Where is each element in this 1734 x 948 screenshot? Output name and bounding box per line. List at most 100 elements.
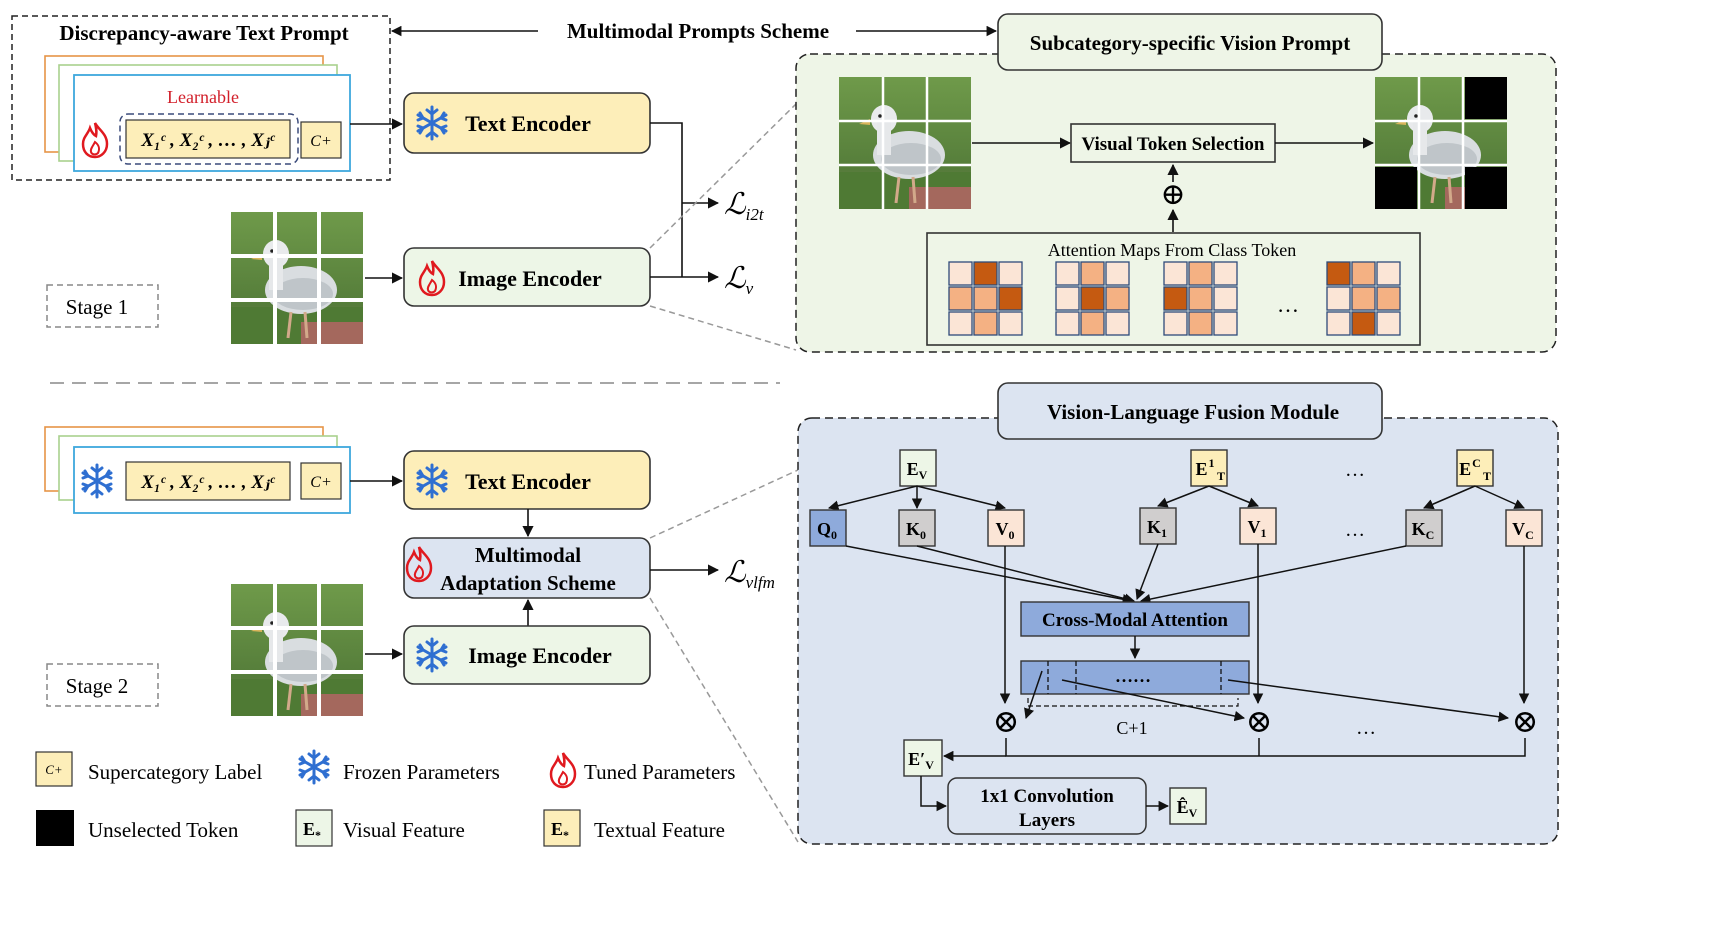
v0-node-text: V0 (996, 519, 1015, 542)
stage1-label-box (46, 284, 159, 328)
legend-textual-swatch (543, 809, 581, 847)
image-encoder-stage2-label: Image Encoder (468, 643, 612, 668)
vision-prompt-title: Subcategory-specific Vision Prompt (1030, 31, 1350, 55)
attention-cell (1105, 286, 1130, 311)
attention-cell (1326, 311, 1351, 336)
legend-unselected: Unselected Token (88, 818, 239, 842)
attention-cell (1351, 261, 1376, 286)
multiply-node-0: ⊗ (993, 703, 1020, 739)
bird-image-stage1 (229, 210, 365, 346)
attention-cell (948, 311, 973, 336)
conv-label-line2: Layers (1019, 810, 1075, 831)
attention-cell (973, 311, 998, 336)
attention-cell (948, 286, 973, 311)
fusion-title: Vision-Language Fusion Module (1047, 400, 1339, 424)
zoom-line-bottom (649, 305, 797, 351)
unselected-token (1375, 167, 1417, 209)
cplus-token-stage2 (300, 462, 342, 500)
attention-cell (1080, 261, 1105, 286)
attention-cell (1376, 261, 1401, 286)
v1-node-text: V1 (1248, 517, 1267, 540)
bar-brace (1027, 698, 1239, 707)
q0-node-text: Q0 (817, 519, 837, 542)
arrow-to-conv (920, 776, 948, 812)
ellipsis-top: … (1345, 459, 1365, 481)
attention-cell (1105, 261, 1130, 286)
attention-cell (1213, 286, 1238, 311)
legend-cplus-text: C+ (45, 762, 62, 777)
stage2-label-box (46, 663, 159, 707)
attention-cell (998, 311, 1023, 336)
cross-modal-attention-label: Cross-Modal Attention (1042, 610, 1228, 631)
zoom-line-bottom-2 (649, 597, 799, 843)
image-encoder-stage2 (403, 625, 651, 685)
attention-cell (1213, 311, 1238, 336)
attention-cell (1376, 286, 1401, 311)
attention-cell (1351, 311, 1376, 336)
attention-cell (998, 286, 1023, 311)
attention-cell (1163, 261, 1188, 286)
loss-i2t: ℒi2t (724, 188, 765, 224)
frozen-tokens (125, 461, 291, 501)
legend-textual: Textual Feature (594, 818, 725, 842)
attention-input-arrows (845, 543, 1407, 605)
ellipsis-mid: … (1345, 519, 1365, 541)
attention-cell (1055, 261, 1080, 286)
text-prompt-title: Discrepancy-aware Text Prompt (59, 21, 348, 45)
legend-textual-symbol: E* (551, 819, 569, 842)
multimodal-adaptation-scheme (403, 537, 651, 599)
text-prompt-frame (11, 15, 391, 181)
cross-modal-attention (1020, 601, 1250, 637)
zoom-line-top (649, 103, 797, 249)
legend-cplus-swatch (35, 751, 73, 787)
ev-prime-node-text: E′V (908, 749, 934, 772)
plus-symbol: ⊕ (1160, 178, 1185, 211)
attention-cell (1326, 261, 1351, 286)
attention-cell (973, 261, 998, 286)
ev-node (899, 449, 937, 487)
snowflake-icon (298, 749, 330, 785)
attention-cell (1163, 286, 1188, 311)
attention-cell (1326, 286, 1351, 311)
attention-cell (1055, 286, 1080, 311)
attention-cell (1351, 286, 1376, 311)
attention-grids (948, 261, 1401, 336)
zoom-line-top-2 (649, 469, 799, 539)
bird-image-stage2 (229, 582, 365, 718)
multiply-node-c: ⊗ (1512, 703, 1539, 739)
mas-label-line1: Multimodal (475, 543, 581, 567)
stage2-label: Stage 2 (66, 674, 128, 698)
attention-cell (1188, 286, 1213, 311)
v0-node (987, 509, 1025, 547)
visual-token-selection (1070, 123, 1276, 163)
bird-image-input (837, 75, 973, 211)
attention-cell (1188, 311, 1213, 336)
sum-line (1005, 738, 1526, 757)
kc-node-text: KC (1412, 519, 1435, 542)
connector-text-features (650, 122, 683, 277)
learnable-tokens (125, 119, 291, 159)
v1-node (1239, 507, 1277, 545)
unselected-token (1465, 77, 1507, 119)
attention-cell (973, 286, 998, 311)
projection-arrows (827, 485, 1525, 511)
attention-cell (1376, 311, 1401, 336)
et1-node-sub: T (1217, 469, 1225, 483)
attention-cell (1080, 286, 1105, 311)
legend-frozen: Frozen Parameters (343, 760, 500, 784)
mas-label-line2: Adaptation Scheme (440, 571, 616, 595)
k0-node (898, 509, 936, 547)
q0-node (809, 509, 847, 547)
legend-visual-swatch (295, 809, 333, 847)
kc-node (1405, 509, 1443, 547)
legend-unselected-swatch (36, 810, 74, 846)
etc-node-sub: T (1483, 469, 1491, 483)
image-encoder-stage1-label: Image Encoder (458, 266, 602, 291)
legend-visual: Visual Feature (343, 818, 465, 842)
cplus-token-stage2-text: C+ (310, 474, 331, 491)
et1-node-text: E1 (1195, 456, 1214, 479)
bird-image-selected (1373, 75, 1509, 211)
ev-node-text: EV (907, 459, 928, 482)
unselected-token (1465, 167, 1507, 209)
